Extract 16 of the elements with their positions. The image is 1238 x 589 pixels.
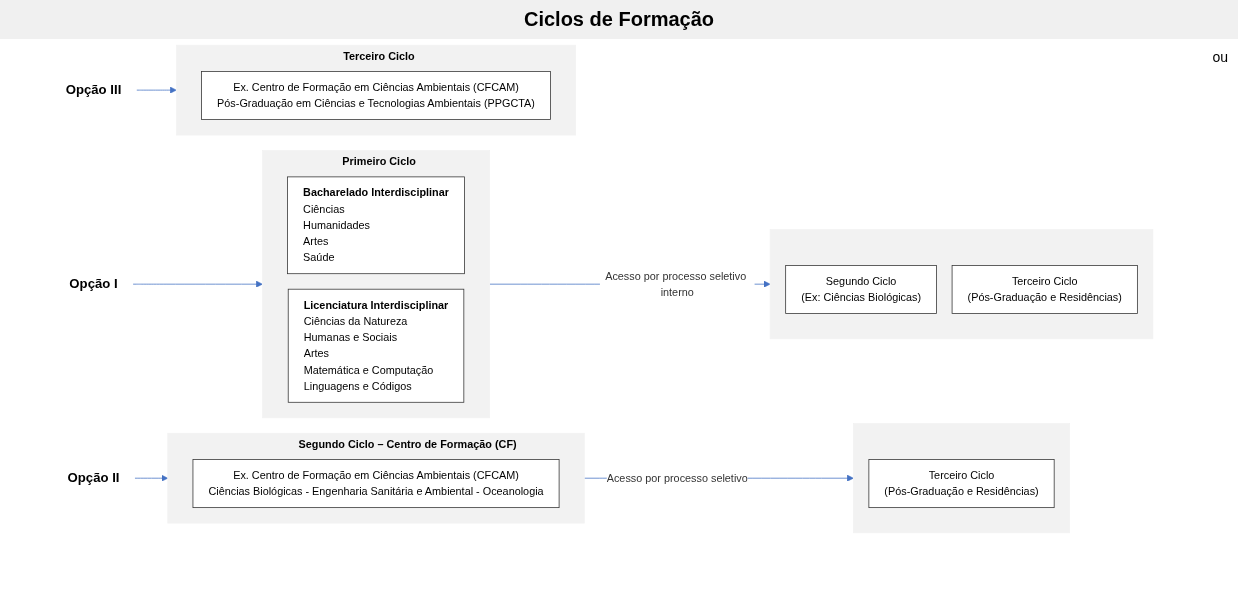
node-text: Opção III: [65, 82, 121, 98]
node-box: Terceiro Ciclo (Pós-Graduação e Residências): [868, 459, 1055, 508]
node-text: Opção II: [67, 470, 120, 486]
edge-label: Acesso por processo seletivo interno: [604, 269, 746, 299]
node-box: Licenciatura Interdisciplinar Ciências da Natureza Humanas e Sociais Artes Matemática e Computação Linguagens e Códigos: [287, 288, 464, 403]
node-box: Terceiro Ciclo (Pós-Graduação e Residências): [951, 265, 1138, 314]
node-box: Ex. Centro de Formação em Ciências Ambientais (CFCAM) Ciências Biológicas - Engenharia Sanitária e Ambiental - Oceanologia: [192, 459, 560, 508]
cluster: [769, 229, 1153, 340]
node-box: Ex. Centro de Formação em Ciências Ambientais (CFCAM) Pós-Graduação em Ciências e Tecnologias Ambientais (PPGCTA): [200, 71, 551, 120]
node-box: Segundo Ciclo (Ex: Ciências Biológicas): [784, 265, 937, 314]
edge-label: Acesso por processo seletivo: [606, 471, 748, 484]
cluster: [852, 423, 1070, 534]
note-text: ou: [1212, 49, 1228, 65]
diagram-title: Ciclos de Formação: [0, 0, 1238, 39]
node-text: Opção I: [69, 276, 118, 292]
node-box: Bacharelado Interdisciplinar Ciências Humanidades Artes Saúde: [286, 176, 465, 275]
